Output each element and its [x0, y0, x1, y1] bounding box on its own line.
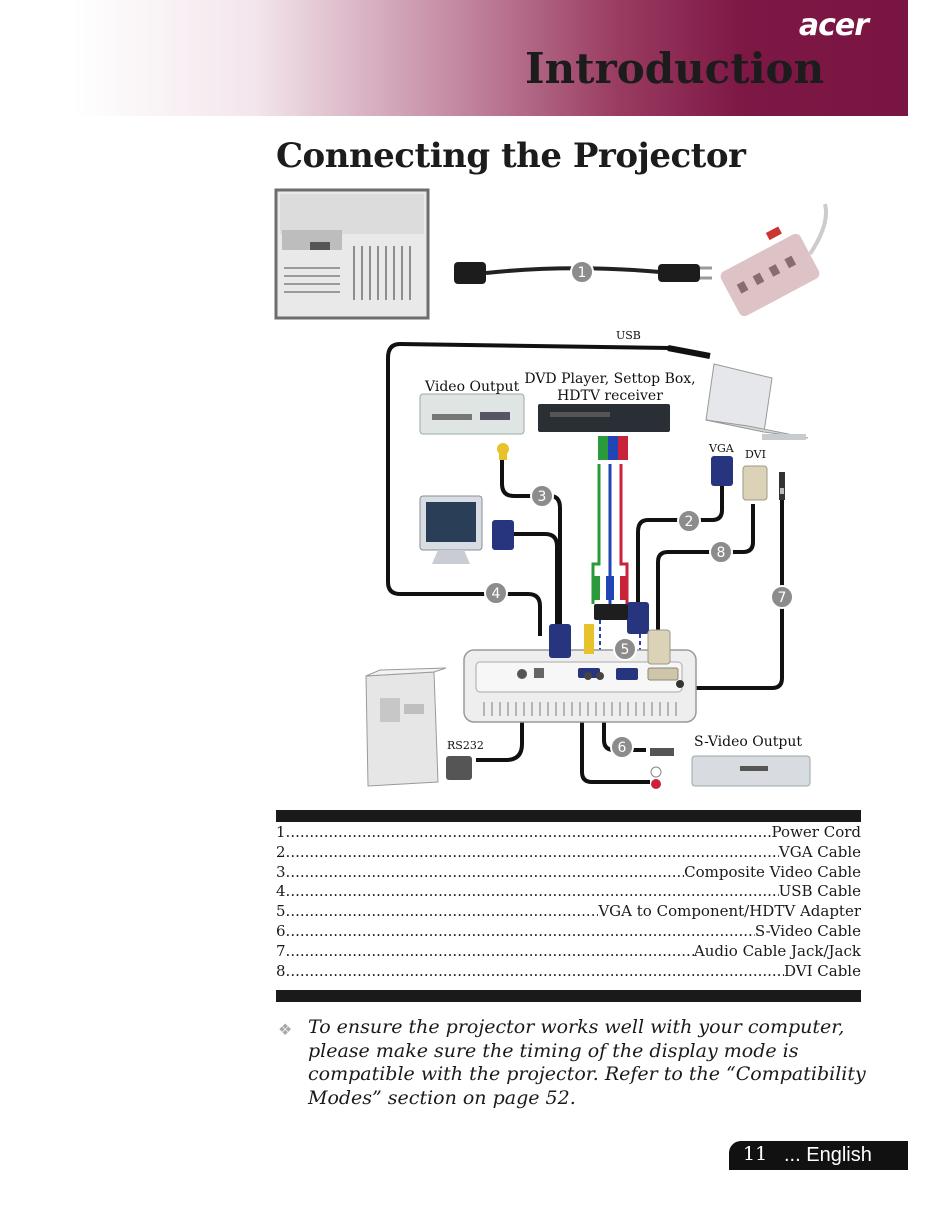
svg-text:3: 3 — [538, 489, 547, 505]
svideo-output-device — [650, 748, 811, 789]
svg-text:1: 1 — [578, 265, 587, 281]
pc-tower-image — [365, 667, 472, 787]
legend-number: 3. — [276, 862, 291, 881]
dvd-settop-device — [538, 404, 670, 460]
legend-text: DVI Cable — [784, 961, 861, 980]
video-output-label: Video Output — [424, 379, 520, 395]
legend-row: 6. S-Video Cable — [276, 922, 861, 942]
legend-number: 2. — [276, 842, 291, 861]
projector-closeup-image — [274, 188, 430, 320]
video-output-device — [419, 393, 525, 460]
laptop-image — [705, 363, 809, 440]
cable-legend: 1. Power Cord 2. VGA Cable 3. Composite … — [276, 823, 861, 981]
diamond-bullet-icon: ❖ — [278, 1020, 293, 1039]
legend-leader-dots — [290, 882, 778, 900]
legend-row: 1. Power Cord — [276, 823, 861, 843]
svideo-output-label: S-Video Output — [694, 734, 802, 750]
connection-diagram: USB Video Output DVD Player, Settop Box,… — [274, 188, 828, 789]
svg-text:8: 8 — [717, 545, 726, 561]
legend-row: 5. VGA to Component/HDTV Adapter — [276, 902, 861, 922]
callout-2: 2 — [677, 509, 701, 533]
legend-number: 7. — [276, 941, 291, 960]
legend-leader-dots — [290, 902, 598, 920]
note-text: To ensure the projector works well with … — [308, 1016, 866, 1109]
projector-rear-image — [463, 576, 697, 723]
footer-language: ... English — [784, 1144, 872, 1166]
legend-number: 1. — [276, 823, 291, 841]
legend-text: VGA Cable — [778, 842, 861, 861]
callout-7: 7 — [770, 585, 794, 609]
dvi-connector — [742, 465, 768, 501]
legend-row: 3. Composite Video Cable — [276, 863, 861, 883]
legend-text: VGA to Component/HDTV Adapter — [598, 902, 861, 921]
legend-text: Power Cord — [771, 823, 861, 841]
callout-8: 8 — [709, 540, 733, 564]
legend-leader-dots — [290, 962, 784, 980]
vga-label: VGA — [708, 442, 735, 455]
monitor-image — [419, 495, 514, 564]
callout-1: 1 — [570, 260, 594, 284]
legend-row: 2. VGA Cable — [276, 843, 861, 863]
callout-4: 4 — [484, 581, 508, 605]
legend-number: 5. — [276, 902, 291, 921]
legend-number: 4. — [276, 882, 291, 901]
svg-text:2: 2 — [685, 514, 694, 530]
svg-text:6: 6 — [618, 740, 627, 756]
power-strip-image — [720, 203, 828, 317]
callout-6: 6 — [610, 735, 634, 759]
legend-row: 7. Audio Cable Jack/Jack — [276, 942, 861, 962]
header-band — [0, 0, 908, 116]
legend-top-rule — [276, 810, 861, 822]
svg-text:5: 5 — [621, 642, 630, 658]
legend-leader-dots — [290, 843, 779, 861]
legend-text: Audio Cable Jack/Jack — [693, 941, 861, 960]
dvd-label-line1: DVD Player, Settop Box, — [524, 371, 695, 387]
svg-text:4: 4 — [492, 586, 501, 602]
usb-label: USB — [616, 329, 641, 342]
legend-row: 4. USB Cable — [276, 882, 861, 902]
page-number: 11 — [743, 1143, 768, 1165]
callout-5: 5 — [613, 637, 637, 661]
dvd-label-line2: HDTV receiver — [557, 388, 663, 404]
acer-logo: acer — [798, 8, 869, 43]
legend-text: S-Video Cable — [754, 921, 861, 940]
legend-number: 6. — [276, 921, 291, 940]
vga-connector — [711, 456, 733, 486]
page-footer-tab: 11 ... English — [729, 1141, 908, 1170]
legend-leader-dots — [290, 942, 694, 960]
legend-bottom-rule — [276, 990, 861, 1002]
legend-text: USB Cable — [778, 882, 861, 901]
section-title: Introduction — [525, 44, 825, 93]
legend-text: Composite Video Cable — [684, 862, 861, 881]
legend-row: 8. DVI Cable — [276, 962, 861, 982]
legend-number: 8. — [276, 961, 291, 980]
legend-leader-dots — [290, 922, 755, 940]
page-title: Connecting the Projector — [276, 136, 746, 176]
dvi-label: DVI — [745, 448, 766, 461]
svg-text:7: 7 — [778, 590, 787, 606]
rs232-label: RS232 — [447, 739, 484, 752]
legend-leader-dots — [290, 863, 684, 881]
audio-jack — [779, 472, 785, 500]
legend-leader-dots — [290, 823, 771, 841]
callout-3: 3 — [530, 484, 554, 508]
